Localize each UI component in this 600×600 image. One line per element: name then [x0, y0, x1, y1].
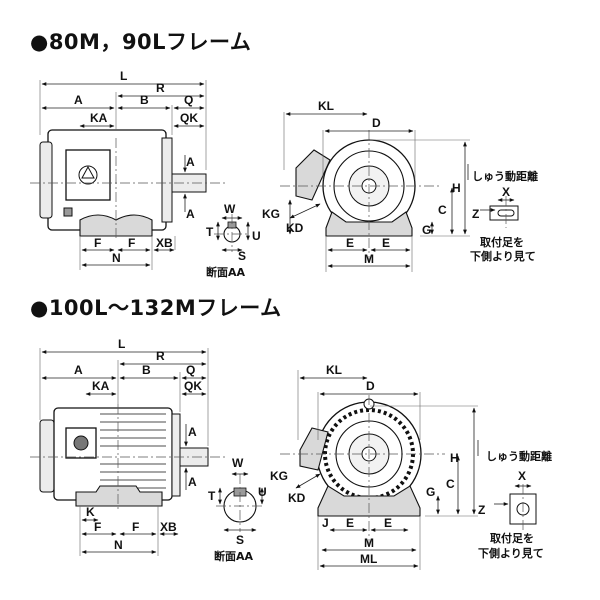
dim-M: M: [364, 536, 374, 550]
dim-H: H: [450, 451, 459, 465]
frame2-terminal-logo-icon: [73, 435, 89, 451]
frame1-front-dimension-labels: KL D H C KG KD G E E M: [262, 99, 461, 266]
dim-W: W: [224, 202, 236, 216]
dim-R: R: [156, 81, 165, 95]
dim-L: L: [118, 337, 125, 351]
frame2-shaft-section: W T U S 断面AA: [208, 456, 267, 563]
frame-title-80m-90l: ●80M，90Lフレーム: [30, 30, 252, 54]
dim-T: T: [206, 225, 214, 239]
dim-KA: KA: [90, 111, 108, 125]
dim-N: N: [114, 538, 123, 552]
dim-E-2: E: [384, 516, 392, 530]
dim-KD: KD: [288, 491, 306, 505]
dim-X: X: [518, 469, 526, 483]
note-mounting-line2: 下側より見て: [470, 249, 536, 263]
section-caption-AA: 断面AA: [214, 549, 254, 563]
dim-D: D: [366, 379, 375, 393]
frame1-side-view: [30, 80, 225, 270]
dim-B: B: [142, 363, 151, 377]
dim-QK: QK: [184, 379, 202, 393]
dim-E-1: E: [346, 236, 354, 250]
label-sliding-distance: しゅう動距離: [486, 449, 552, 463]
dim-X: X: [502, 185, 510, 199]
section-mark-A-upper: A: [186, 155, 195, 169]
dim-KG: KG: [262, 207, 280, 221]
section-mark-A-upper: A: [188, 425, 197, 439]
dim-C: C: [446, 477, 455, 491]
dim-F-2: F: [128, 236, 135, 250]
dim-Q: Q: [184, 93, 193, 107]
frame2-side-dimension-labels: L R A B Q KA QK A A K F F XB N: [74, 337, 202, 552]
dim-QK: QK: [180, 111, 198, 125]
dim-S: S: [238, 249, 246, 263]
dim-A: A: [74, 363, 83, 377]
dim-KG: KG: [270, 469, 288, 483]
frame1-foot-detail: しゅう動距離 X Z 取付足を 下側より見て: [467, 164, 538, 263]
dim-H: H: [452, 181, 461, 195]
dim-A: A: [74, 93, 83, 107]
dim-XB: XB: [160, 520, 177, 534]
section-mark-A-lower: A: [188, 475, 197, 489]
dim-N: N: [112, 251, 121, 265]
dim-F-1: F: [94, 236, 101, 250]
dim-Q: Q: [186, 363, 195, 377]
dim-F-2: F: [132, 520, 139, 534]
dim-S: S: [236, 533, 244, 547]
dim-J: J: [322, 516, 329, 530]
dim-ML: ML: [360, 552, 377, 566]
note-mounting-line1: 取付足を: [480, 235, 524, 249]
frame2-foot-detail: しゅう動距離 X Z 取付足を 下側より見て: [477, 440, 552, 560]
frame-title-100l-132m: ●100L～132Mフレーム: [30, 296, 282, 320]
dim-G: G: [422, 223, 431, 237]
dim-M: M: [364, 252, 374, 266]
section-mark-A-lower: A: [186, 207, 195, 221]
dim-Z: Z: [472, 207, 479, 221]
dim-U: U: [252, 229, 261, 243]
dim-E-2: E: [382, 236, 390, 250]
dim-KD: KD: [286, 221, 304, 235]
frame2-side-view: [30, 348, 225, 556]
frame2-front-view: [280, 370, 478, 570]
frame2-front-dimension-labels: KL D H C KD KG G J E E M ML: [270, 363, 459, 566]
dim-R: R: [156, 349, 165, 363]
dim-W: W: [232, 456, 244, 470]
dim-XB: XB: [156, 236, 173, 250]
frame1-front-view: [280, 112, 470, 272]
dim-T: T: [208, 489, 216, 503]
dim-B: B: [140, 93, 149, 107]
frame1-terminal-logo-icon: [78, 165, 98, 185]
note-mounting-line2: 下側より見て: [478, 546, 544, 560]
dim-L: L: [120, 69, 127, 83]
frame1-side-dimension-labels: L R A B Q KA QK A A F F XB N: [74, 69, 198, 265]
dim-U: U: [258, 485, 267, 499]
dim-KA: KA: [92, 379, 110, 393]
dim-KL: KL: [326, 363, 342, 377]
note-mounting-line1: 取付足を: [490, 531, 534, 545]
dim-F-1: F: [94, 520, 101, 534]
dim-G: G: [426, 485, 435, 499]
dim-Z: Z: [478, 503, 485, 517]
dim-C: C: [438, 203, 447, 217]
frame1-shaft-section: W T U S 断面AA: [206, 202, 261, 279]
dim-D: D: [372, 116, 381, 130]
section-caption-AA: 断面AA: [206, 265, 246, 279]
dim-KL: KL: [318, 99, 334, 113]
dim-E-1: E: [346, 516, 354, 530]
dim-K: K: [86, 505, 95, 519]
label-sliding-distance: しゅう動距離: [472, 169, 538, 183]
